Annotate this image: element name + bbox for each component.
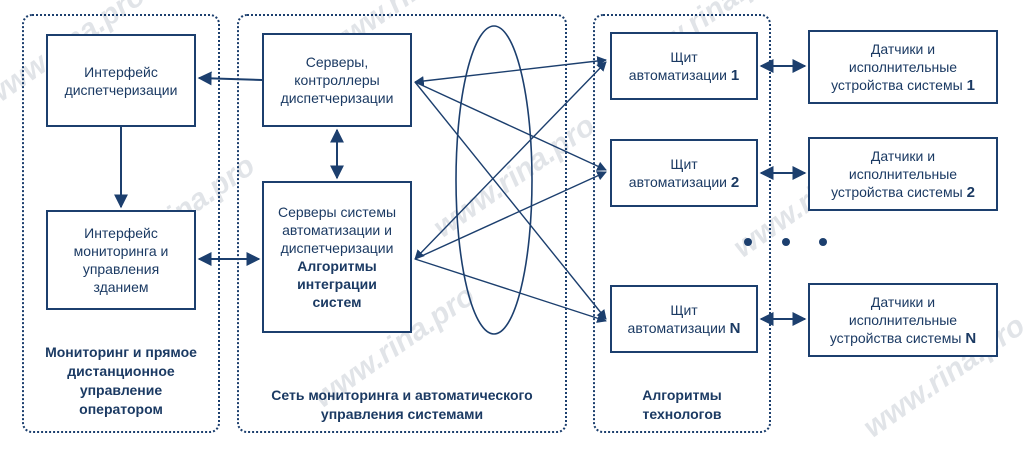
box-label-row: автоматизации 2 — [629, 173, 739, 192]
caption-line: управления системами — [320, 406, 484, 422]
network-panel-caption: Сеть мониторинга и автоматического управ… — [239, 386, 565, 424]
ellipsis-dot — [782, 238, 790, 246]
panel-number: N — [729, 319, 741, 337]
box-label: исполнительные — [848, 58, 958, 75]
box-label: Щит — [670, 301, 698, 318]
box-label: Щит — [670, 155, 698, 172]
box-label: исполнительные — [848, 311, 958, 328]
box-label: Интерфейс — [84, 63, 158, 80]
box-label: исполнительные — [848, 165, 958, 182]
caption-line: Сеть мониторинга и автоматического — [271, 387, 533, 403]
algorithms-label: систем — [312, 294, 362, 310]
box-label-row: автоматизации 1 — [629, 66, 739, 85]
devices-n-box: Датчики и исполнительные устройства сист… — [808, 283, 998, 357]
caption-line: дистанционное — [67, 363, 175, 379]
box-label: диспетчеризации — [280, 240, 394, 256]
automation-servers-box: Серверы системы автоматизации и диспетче… — [262, 181, 412, 333]
box-label: Датчики и — [870, 40, 936, 57]
devices-1-box: Датчики и исполнительные устройства сист… — [808, 30, 998, 104]
panel-number: 1 — [730, 66, 740, 84]
automation-panel-1-box: Щит автоматизации 1 — [610, 32, 758, 100]
device-number: N — [965, 329, 977, 347]
automation-panel-2-box: Щит автоматизации 2 — [610, 139, 758, 207]
box-label: автоматизации — [627, 319, 726, 336]
technologists-panel-caption: Алгоритмы технологов — [595, 386, 769, 424]
caption-line: управление — [79, 382, 163, 398]
monitoring-interface-box: Интерфейс мониторинга и управления здани… — [46, 210, 196, 310]
ellipsis-dot — [744, 238, 752, 246]
box-label: автоматизации — [628, 66, 727, 83]
box-label: диспетчеризации — [280, 90, 394, 106]
devices-2-box: Датчики и исполнительные устройства сист… — [808, 137, 998, 211]
box-label: контроллеры — [294, 72, 380, 88]
box-label: Серверы, — [305, 54, 369, 70]
box-label: Датчики и — [870, 293, 936, 310]
box-label: устройства системы — [829, 329, 962, 346]
device-number: 1 — [966, 76, 975, 94]
box-label-row: устройства системы 1 — [831, 76, 975, 95]
box-label: Датчики и — [870, 147, 936, 164]
caption-line: технологов — [642, 406, 722, 422]
box-label: диспетчеризации — [64, 81, 178, 98]
box-label: зданием — [93, 279, 149, 295]
panel-number: 2 — [730, 173, 740, 191]
box-label: автоматизации и — [282, 222, 392, 238]
box-label: управления — [82, 261, 160, 277]
box-label: Интерфейс — [84, 225, 158, 241]
algorithms-label: интеграции — [297, 276, 377, 292]
caption-line: Мониторинг и прямое — [45, 344, 197, 360]
box-label: устройства системы — [831, 183, 963, 200]
device-number: 2 — [966, 183, 975, 201]
box-label: Серверы системы — [277, 204, 397, 220]
box-label: мониторинга и — [73, 243, 169, 259]
algorithms-label: Алгоритмы — [297, 258, 377, 274]
box-label: устройства системы — [831, 76, 963, 93]
box-label-row: устройства системы N — [830, 329, 976, 348]
box-label: Щит — [670, 48, 698, 65]
caption-line: оператором — [79, 401, 163, 417]
operator-panel — [22, 14, 220, 433]
operator-panel-caption: Мониторинг и прямое дистанционное управл… — [24, 343, 218, 419]
dispatch-servers-box: Серверы, контроллеры диспетчеризации — [262, 33, 412, 127]
box-label: автоматизации — [628, 173, 727, 190]
ellipsis-dot — [819, 238, 827, 246]
dispatch-interface-box: Интерфейс диспетчеризации — [46, 34, 196, 127]
automation-panel-n-box: Щит автоматизации N — [610, 285, 758, 353]
box-label-row: устройства системы 2 — [831, 183, 975, 202]
caption-line: Алгоритмы — [642, 387, 722, 403]
box-label-row: автоматизации N — [628, 319, 741, 338]
